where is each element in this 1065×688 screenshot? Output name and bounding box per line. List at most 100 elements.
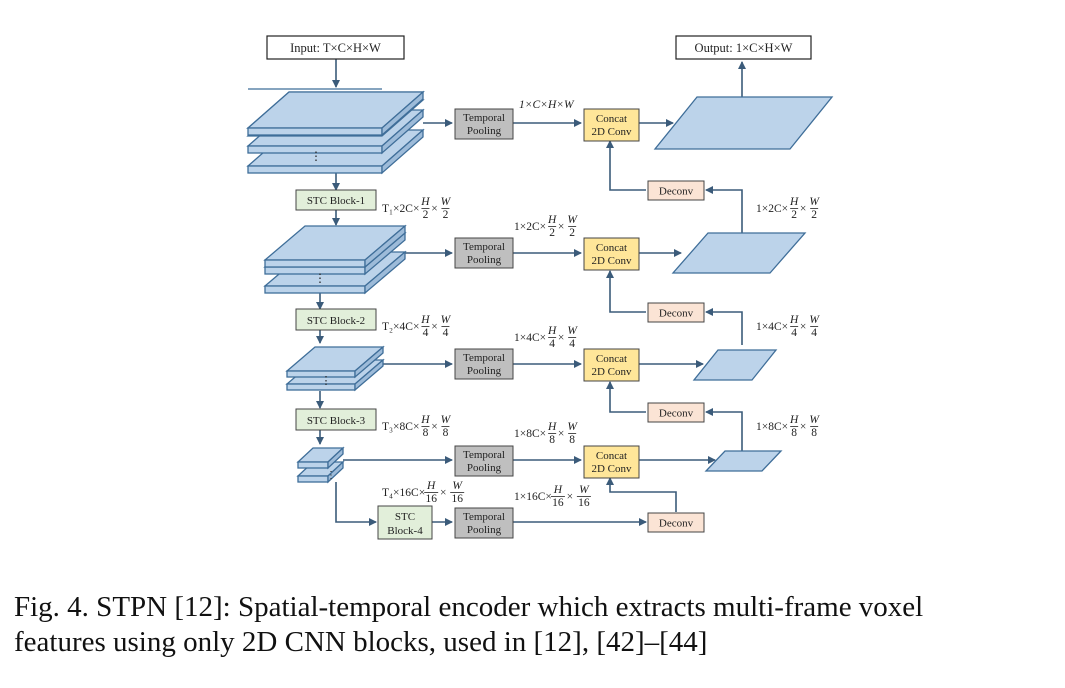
dim-pool4-num1: H: [553, 484, 563, 496]
svg-text:Deconv: Deconv: [659, 408, 694, 420]
dim-enc3-num2: W: [441, 414, 452, 426]
svg-text:Concat: Concat: [596, 450, 627, 462]
temporal-pooling-1: Temporal Pooling: [454, 108, 514, 140]
svg-text:2D Conv: 2D Conv: [591, 126, 632, 138]
figure-caption: Fig. 4. STPN [12]: Spatial-temporal enco…: [14, 590, 1059, 660]
dim-pool2-times: ×: [558, 332, 565, 344]
svg-text:STC Block-1: STC Block-1: [307, 195, 365, 207]
dim-enc4-times: ×: [440, 487, 447, 499]
dim-dec2-den1: 4: [791, 327, 797, 339]
svg-text:STC Block-3: STC Block-3: [307, 415, 366, 427]
dim-enc1-den2: 2: [443, 209, 449, 221]
svg-text:Pooling: Pooling: [467, 365, 502, 377]
decoder-plane-2: [671, 232, 807, 274]
dim-pool2-num1: H: [547, 325, 557, 337]
concat-conv-3: Concat 2D Conv: [583, 348, 640, 382]
dim-pool3-prefix: 1×8C×: [514, 428, 546, 440]
deconv-3: Deconv: [647, 402, 705, 423]
dim-dec1-num2: W: [809, 196, 820, 208]
svg-text:Deconv: Deconv: [659, 518, 694, 530]
concat-conv-1: Concat 2D Conv: [583, 108, 640, 142]
dim-dec3-den1: 8: [791, 427, 797, 439]
stc-block-4: STC Block-4: [377, 505, 433, 540]
dim-pool2-num2: W: [567, 325, 578, 337]
dim-enc4-den2: 16: [451, 493, 463, 505]
dim-top-pool-out: 1×C×H×W: [519, 99, 575, 111]
svg-text:Temporal: Temporal: [463, 241, 505, 253]
dim-pool3-times: ×: [558, 428, 565, 440]
output-label: Output: 1×C×H×W: [695, 41, 793, 55]
dim-pool4-num2: W: [579, 484, 590, 496]
dim-pool3-den1: 8: [549, 434, 555, 446]
svg-text:2D Conv: 2D Conv: [591, 463, 632, 475]
dim-enc4-prefix: T₄×16C×: [382, 487, 425, 499]
dim-pool2-den2: 4: [569, 338, 575, 350]
dim-enc2-num1: H: [420, 314, 430, 326]
dim-enc2-den2: 4: [443, 327, 449, 339]
svg-text:Concat: Concat: [596, 353, 627, 365]
input-label: Input: T×C×H×W: [290, 41, 381, 55]
caption-line-1: Fig. 4. STPN [12]: Spatial-temporal enco…: [14, 591, 924, 623]
svg-text:Deconv: Deconv: [659, 308, 694, 320]
dim-dec1-num1: H: [789, 196, 799, 208]
dimension-labels: T₁×2C×H2×W2T₂×4C×H4×W4T₃×8C×H8×W8T₄×16C×…: [382, 196, 820, 509]
svg-text:Concat: Concat: [596, 113, 627, 125]
dim-enc1-times: ×: [431, 203, 438, 215]
stack-3-ellipsis: ⋮: [321, 375, 332, 387]
dim-dec1-prefix: 1×2C×: [756, 203, 788, 215]
dim-dec1-den1: 2: [791, 209, 797, 221]
feature-stack-3: [285, 345, 385, 392]
dim-dec2-prefix: 1×4C×: [756, 321, 788, 333]
caption-line-2: features using only 2D CNN blocks, used …: [14, 626, 708, 658]
decoder-plane-4: [704, 450, 783, 472]
concat-conv-4: Concat 2D Conv: [583, 445, 640, 479]
stack-1-ellipsis: ⋮: [310, 149, 322, 163]
dim-pool1-prefix: 1×2C×: [514, 221, 546, 233]
dim-pool3-den2: 8: [569, 434, 575, 446]
svg-text:STC: STC: [395, 511, 415, 523]
stc-block-3: STC Block-3: [295, 408, 377, 431]
dim-dec3-num2: W: [809, 414, 820, 426]
dim-enc4-num2: W: [452, 480, 463, 492]
dim-pool3-num2: W: [567, 421, 578, 433]
concat-conv-2: Concat 2D Conv: [583, 237, 640, 271]
dim-enc4-den1: 16: [425, 493, 437, 505]
dim-pool4-den2: 16: [578, 497, 590, 509]
dim-dec1-times: ×: [800, 203, 807, 215]
dim-dec3-den2: 8: [811, 427, 817, 439]
feature-stack-2: [263, 224, 407, 295]
dim-pool2-den1: 4: [549, 338, 555, 350]
svg-text:Temporal: Temporal: [463, 352, 505, 364]
dim-enc3-prefix: T₃×8C×: [382, 421, 419, 433]
temporal-pooling-4: Temporal Pooling: [454, 445, 514, 477]
stack-2-ellipsis: ⋮: [314, 271, 326, 285]
output-box: Output: 1×C×H×W: [675, 35, 812, 60]
dim-pool3-num1: H: [547, 421, 557, 433]
dim-pool1-den2: 2: [569, 227, 575, 239]
svg-text:Pooling: Pooling: [467, 254, 502, 266]
decoder-plane-1: [653, 96, 834, 150]
dim-dec2-den2: 4: [811, 327, 817, 339]
dim-enc2-prefix: T₂×4C×: [382, 321, 419, 333]
svg-text:Pooling: Pooling: [467, 524, 502, 536]
stpn-diagram: Input: T×C×H×W Output: 1×C×H×W ⋮ ⋮: [246, 35, 834, 540]
dim-dec2-times: ×: [800, 321, 807, 333]
dim-pool1-num1: H: [547, 214, 557, 226]
dim-enc2-den1: 4: [423, 327, 429, 339]
dim-enc1-num1: H: [420, 196, 430, 208]
temporal-pooling-2: Temporal Pooling: [454, 237, 514, 269]
dim-pool4-den1: 16: [552, 497, 564, 509]
svg-text:Concat: Concat: [596, 242, 627, 254]
svg-text:2D Conv: 2D Conv: [591, 255, 632, 267]
temporal-pooling-3: Temporal Pooling: [454, 348, 514, 380]
dim-pool4-times: ×: [567, 491, 574, 503]
dim-dec2-num1: H: [789, 314, 799, 326]
dim-pool1-times: ×: [558, 221, 565, 233]
svg-text:2D Conv: 2D Conv: [591, 366, 632, 378]
stc-block-2: STC Block-2: [295, 308, 377, 331]
dim-pool4-prefix: 1×16C×: [514, 491, 552, 503]
dim-pool2-prefix: 1×4C×: [514, 332, 546, 344]
deconv-2: Deconv: [647, 302, 705, 323]
deconv-1: Deconv: [647, 180, 705, 201]
